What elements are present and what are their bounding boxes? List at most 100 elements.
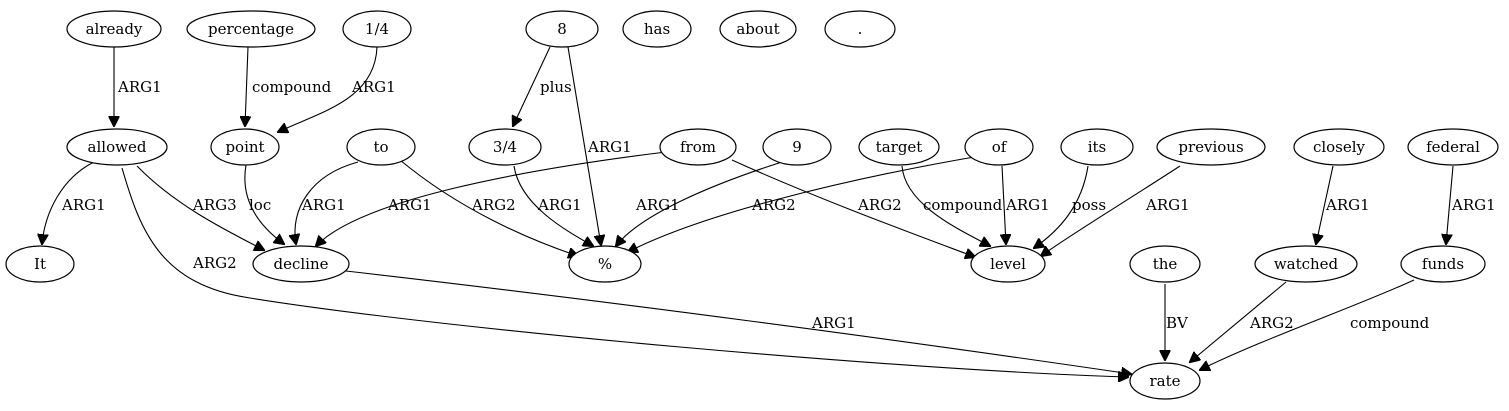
edge-allowed-it: ARG1 bbox=[42, 161, 106, 244]
node-label: previous bbox=[1178, 138, 1243, 156]
edge-to-decline: ARG1 bbox=[295, 161, 359, 244]
edge-label: ARG1 bbox=[635, 196, 680, 214]
edge-label: ARG1 bbox=[1005, 196, 1050, 214]
edge-label: BV bbox=[1166, 314, 1189, 332]
edge-label: compound bbox=[1350, 314, 1430, 332]
edge-label: ARG2 bbox=[751, 196, 796, 214]
node-rate: rate bbox=[1129, 362, 1201, 400]
edge-target-level: compound bbox=[901, 165, 1003, 246]
node-label: from bbox=[680, 138, 716, 156]
node-label: has bbox=[644, 20, 670, 38]
edge-of-level: ARG1 bbox=[1002, 165, 1050, 244]
edge-label: ARG1 bbox=[351, 78, 396, 96]
node-label: level bbox=[990, 255, 1026, 273]
node-percent: % bbox=[568, 245, 642, 283]
edge-label: ARG3 bbox=[192, 196, 237, 214]
edge-point-decline: loc bbox=[244, 164, 284, 244]
edge-label: ARG1 bbox=[587, 138, 632, 156]
node-label: about bbox=[736, 20, 779, 38]
node-target: target bbox=[858, 128, 940, 166]
node-label: It bbox=[34, 255, 46, 273]
edge-label: poss bbox=[1072, 196, 1106, 214]
node-previous: previous bbox=[1156, 128, 1266, 166]
edge-allowed-decline: ARG3 bbox=[136, 165, 264, 250]
edge-label: loc bbox=[249, 196, 271, 214]
edge-of-percent: ARG2 bbox=[628, 155, 981, 252]
node-label: 8 bbox=[557, 20, 567, 38]
node-nine: 9 bbox=[762, 128, 832, 166]
node-from: from bbox=[659, 128, 737, 166]
node-federal: federal bbox=[1407, 128, 1499, 166]
edge-label: ARG2 bbox=[1249, 314, 1294, 332]
edge-from-decline: ARG1 bbox=[316, 151, 667, 246]
node-it: It bbox=[5, 245, 75, 283]
node-eight: 8 bbox=[525, 10, 599, 48]
edge-allowed-rate: ARG2 bbox=[121, 167, 1128, 377]
node-label: decline bbox=[273, 255, 328, 273]
node-label: closely bbox=[1313, 138, 1366, 156]
edge-to-percent: ARG2 bbox=[399, 159, 578, 256]
node-label: of bbox=[992, 138, 1008, 156]
edge-closely-watched: ARG1 bbox=[1316, 165, 1370, 244]
node-funds: funds bbox=[1400, 245, 1486, 283]
edge-eight-threequarters: plus bbox=[513, 46, 572, 126]
edge-decline-rate: ARG1 bbox=[345, 270, 1131, 374]
edge-label: ARG1 bbox=[301, 196, 346, 214]
edge-label: compound bbox=[252, 78, 332, 96]
edge-label: ARG2 bbox=[192, 254, 237, 272]
node-label: point bbox=[225, 138, 264, 156]
edge-label: ARG1 bbox=[537, 196, 582, 214]
node-percentage: percentage bbox=[186, 10, 316, 48]
node-label: 3/4 bbox=[493, 138, 517, 156]
edge-label: plus bbox=[540, 78, 572, 96]
edge-quarter-point: ARG1 bbox=[278, 46, 396, 132]
node-label: % bbox=[598, 255, 612, 273]
node-label: to bbox=[373, 138, 388, 156]
node-watched: watched bbox=[1254, 245, 1358, 283]
node-label: already bbox=[86, 20, 143, 38]
node-label: the bbox=[1153, 255, 1178, 273]
edge-label: ARG1 bbox=[61, 196, 106, 214]
node-level: level bbox=[970, 245, 1046, 283]
node-label: its bbox=[1088, 138, 1107, 156]
edge-label: ARG1 bbox=[1145, 196, 1190, 214]
edge-nine-percent: ARG1 bbox=[616, 161, 783, 246]
edge-label: compound bbox=[923, 196, 1003, 214]
node-the: the bbox=[1129, 245, 1201, 283]
edge-the-rate: BV bbox=[1165, 284, 1189, 360]
edge-from-level: ARG2 bbox=[731, 159, 975, 257]
edge-label: ARG1 bbox=[1451, 196, 1496, 214]
node-quarter: 1/4 bbox=[342, 10, 412, 48]
edge-watched-rate: ARG2 bbox=[1190, 281, 1294, 362]
edge-federal-funds: ARG1 bbox=[1446, 165, 1496, 244]
node-label: funds bbox=[1422, 255, 1464, 273]
edge-percentage-point: compound bbox=[245, 46, 332, 126]
node-about: about bbox=[719, 10, 797, 48]
edge-funds-rate: compound bbox=[1200, 279, 1430, 370]
node-period: . bbox=[824, 10, 896, 48]
node-label: percentage bbox=[208, 20, 294, 38]
edge-label: ARG1 bbox=[811, 314, 856, 332]
node-label: 1/4 bbox=[365, 20, 389, 38]
edge-threequarters-percent: ARG1 bbox=[513, 165, 593, 246]
edge-label: ARG1 bbox=[387, 196, 432, 214]
node-label: . bbox=[858, 20, 863, 38]
edge-eight-percent: ARG1 bbox=[567, 46, 632, 245]
edge-label: ARG1 bbox=[1325, 196, 1370, 214]
node-to: to bbox=[346, 128, 416, 166]
edge-label: ARG2 bbox=[471, 196, 516, 214]
node-label: target bbox=[876, 138, 923, 156]
edge-label: ARG1 bbox=[117, 78, 162, 96]
node-of: of bbox=[964, 128, 1034, 166]
node-label: watched bbox=[1274, 255, 1339, 273]
node-threequarters: 3/4 bbox=[468, 128, 542, 166]
node-label: 9 bbox=[792, 138, 802, 156]
node-label: allowed bbox=[88, 138, 147, 156]
node-allowed: allowed bbox=[66, 128, 168, 166]
node-already: already bbox=[66, 10, 162, 48]
node-label: federal bbox=[1426, 138, 1480, 156]
edge-already-allowed: ARG1 bbox=[114, 47, 162, 126]
node-point: point bbox=[210, 128, 280, 166]
node-its: its bbox=[1060, 128, 1134, 166]
